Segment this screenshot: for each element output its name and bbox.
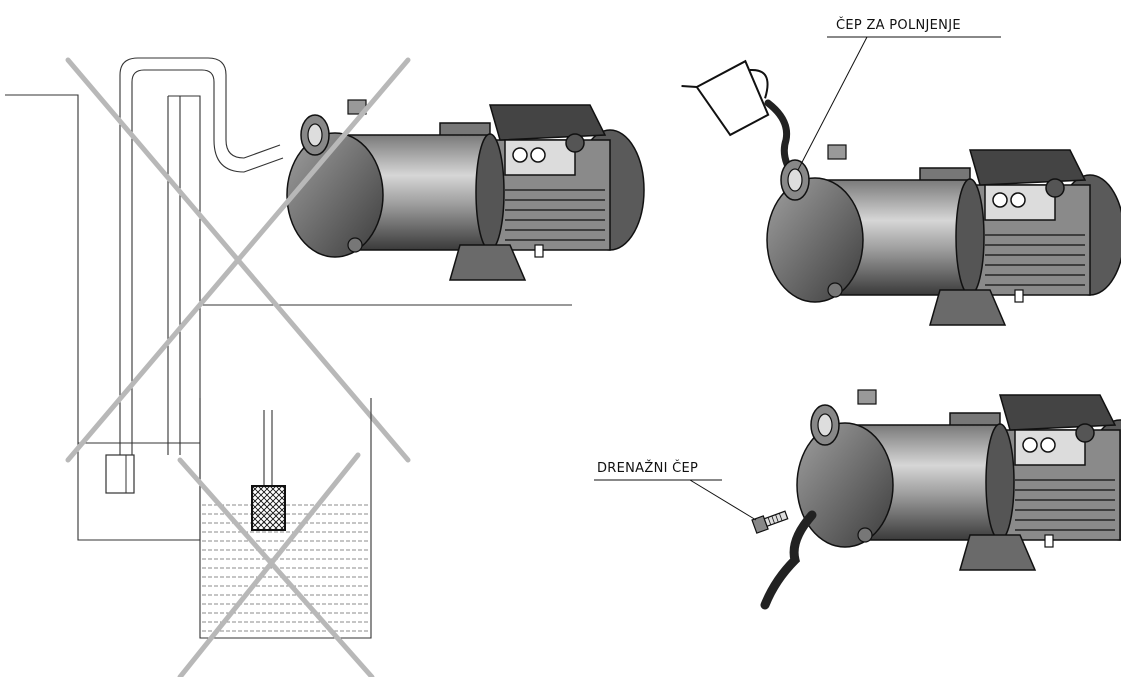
tank-scene <box>177 398 375 677</box>
water-lines <box>202 504 369 632</box>
drain-stream <box>760 510 817 610</box>
pitcher-icon <box>681 59 770 137</box>
cross-mark-icon <box>65 57 411 463</box>
drain-leader-line <box>689 479 757 521</box>
filling-scene: ČEP ZA POLNJENJE <box>681 17 1121 326</box>
fill-leader-line <box>797 36 868 171</box>
draining-scene: DRENAŽNI ČEP <box>594 389 1121 610</box>
pump-drain <box>796 389 1121 571</box>
suction-pipe <box>119 57 284 455</box>
fill-plug-label: ČEP ZA POLNJENJE <box>836 17 961 33</box>
foot-valve <box>105 454 135 494</box>
screw-icon <box>751 510 789 534</box>
pump-fill <box>766 144 1121 326</box>
deep-well-scene <box>5 57 645 541</box>
drain-plug-label: DRENAŽNI ČEP <box>597 460 698 476</box>
suction-strainer <box>251 485 286 531</box>
cross-mark-icon <box>177 452 375 677</box>
pump-left <box>286 99 645 281</box>
